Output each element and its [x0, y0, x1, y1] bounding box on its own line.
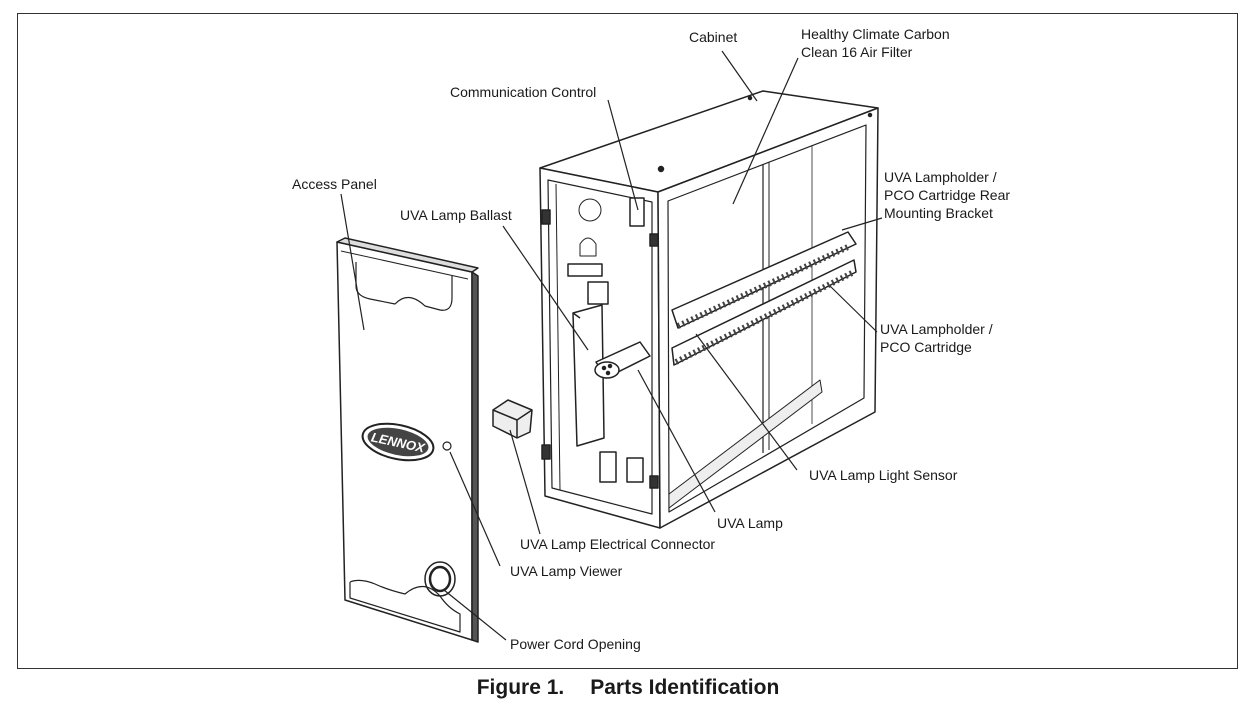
label-rear-bracket-line1: UVA Lampholder /: [884, 169, 997, 185]
label-air-filter-line2: Clean 16 Air Filter: [801, 44, 913, 60]
figure-title: Parts Identification: [590, 676, 780, 699]
label-light-sensor: UVA Lamp Light Sensor: [809, 467, 958, 483]
label-lampholder-line2: PCO Cartridge: [880, 339, 972, 355]
label-rear-bracket-line2: PCO Cartridge Rear: [884, 187, 1011, 203]
leader-lines: [340, 50, 883, 641]
label-electrical-connector: UVA Lamp Electrical Connector: [520, 536, 716, 552]
label-communication-control: Communication Control: [450, 84, 597, 100]
label-lampholder-line1: UVA Lampholder /: [880, 321, 993, 337]
label-lamp-viewer: UVA Lamp Viewer: [510, 563, 623, 579]
label-rear-bracket-line3: Mounting Bracket: [884, 205, 993, 221]
label-uva-lamp: UVA Lamp: [717, 515, 783, 531]
label-access-panel: Access Panel: [292, 176, 377, 192]
figure-number: Figure 1.: [476, 676, 565, 699]
cabinet-drawing: [539, 90, 879, 529]
figure-caption: Figure 1. Parts Identification: [0, 676, 1256, 700]
access-panel-drawing: [336, 237, 479, 643]
label-air-filter-line1: Healthy Climate Carbon: [801, 26, 950, 42]
label-power-cord-opening: Power Cord Opening: [510, 636, 641, 652]
label-uva-lamp-ballast: UVA Lamp Ballast: [400, 207, 512, 223]
label-cabinet: Cabinet: [689, 29, 738, 45]
electrical-connector-drawing: [492, 399, 533, 439]
